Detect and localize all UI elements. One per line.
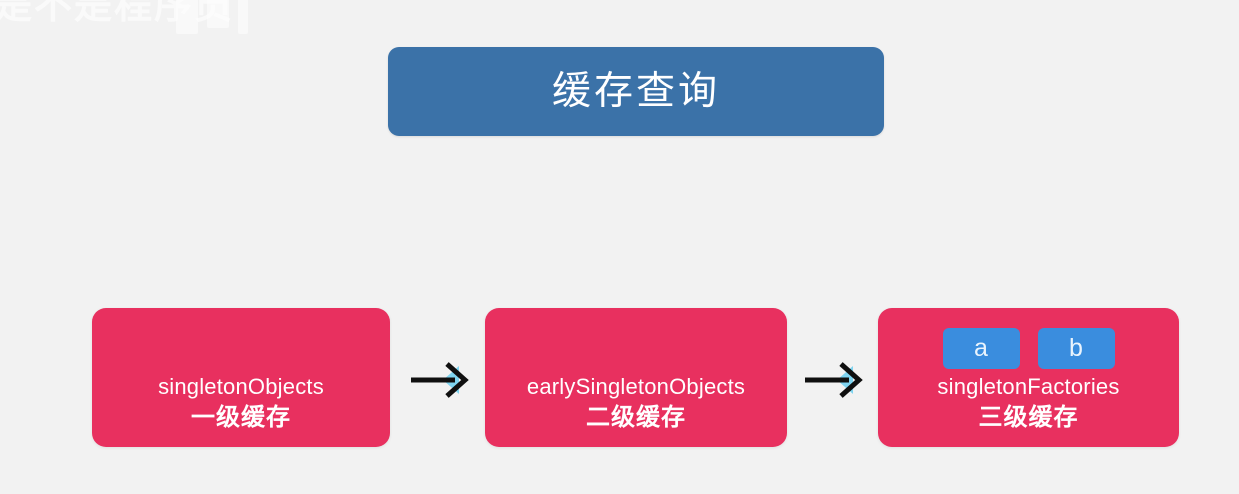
cache-box-early-singleton-objects: earlySingletonObjects 二级缓存: [485, 308, 787, 447]
arrow-right-icon: [411, 362, 469, 398]
cache-name: earlySingletonObjects: [526, 374, 746, 400]
factory-chip-group: a b: [878, 328, 1179, 369]
cache-box-singleton-factories: a b singletonFactories 三级缓存: [878, 308, 1179, 447]
page-title: 缓存查询: [551, 70, 720, 113]
factory-chip-a: a: [942, 328, 1020, 369]
watermark-block-3: [238, 0, 248, 34]
watermark-logo-blocks: [176, 0, 248, 34]
factory-chip-b: b: [1037, 328, 1115, 369]
cache-name: singletonFactories: [937, 374, 1120, 400]
title-box: 缓存查询: [388, 47, 884, 136]
watermark-block-1: [176, 0, 198, 34]
cache-name: singletonObjects: [158, 374, 324, 400]
cache-level: 一级缓存: [191, 403, 291, 431]
arrow-right-icon: [805, 362, 863, 398]
watermark-block-2: [207, 0, 229, 28]
cache-level: 二级缓存: [586, 403, 686, 431]
cache-level: 三级缓存: [978, 403, 1079, 431]
cache-box-singleton-objects: singletonObjects 一级缓存: [92, 308, 390, 447]
